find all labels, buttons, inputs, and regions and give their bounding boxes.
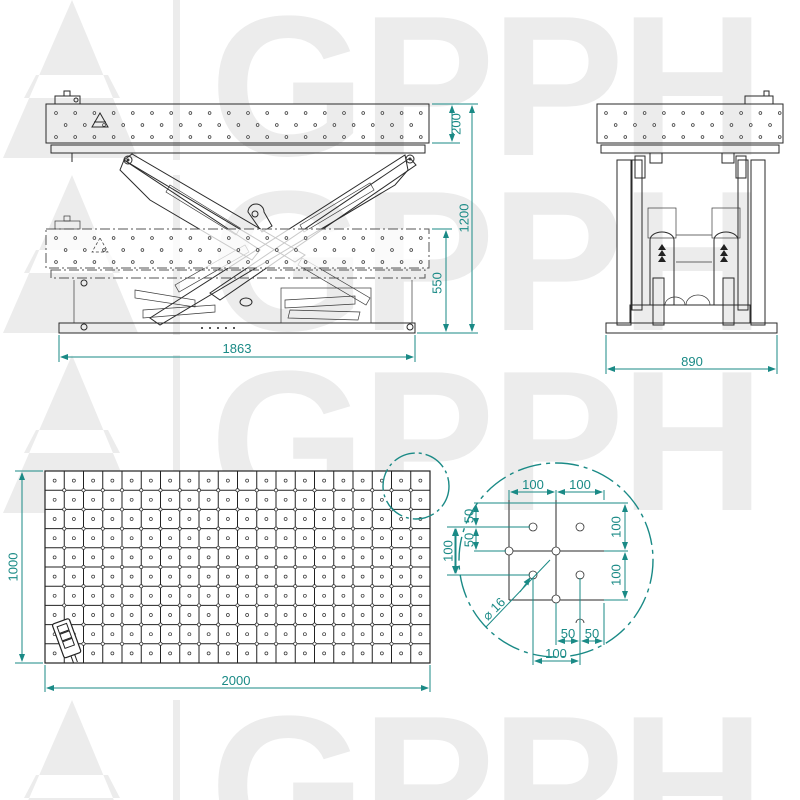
table-side-holes (604, 111, 782, 139)
dim-max-height: 1200 (456, 204, 471, 233)
table-side-holes (54, 111, 423, 139)
dim-plan-length: 2000 (222, 673, 251, 688)
side-elevation-view: 890 (596, 90, 784, 374)
raised-table-top (45, 90, 430, 162)
clamp-handle-icon (54, 90, 81, 105)
detail-callout-circle (382, 452, 450, 520)
dim-detail-right-100a: 100 (608, 516, 623, 538)
dim-hole-diameter: ⌀ 16 (479, 594, 508, 623)
side-legs (616, 152, 766, 326)
dim-detail-left-50a: 50 (461, 509, 476, 523)
dim-detail-bottom-100: 100 (545, 646, 567, 661)
front-elevation-view: 200 1200 550 1863 (45, 90, 478, 362)
plan-dimensions: 1000 2000 (5, 470, 459, 692)
clamp-handle-icon (744, 90, 774, 105)
watermark-row: GPPH (3, 0, 765, 198)
side-cylinders (647, 207, 741, 326)
watermark: GPPH GPPH GPPH GPPH (3, 0, 765, 800)
control-dots (201, 327, 235, 329)
side-dimensions: 890 (605, 335, 778, 374)
dim-detail-right-100b: 100 (608, 564, 623, 586)
dim-detail-bottom-50b: 50 (585, 626, 599, 641)
svg-text:GPPH: GPPH (210, 675, 761, 800)
dim-detail-left-50b: 50 (461, 533, 476, 547)
watermark-row: GPPH (24, 675, 765, 800)
top-plan-view: 1000 2000 (5, 452, 459, 692)
dim-detail-bottom-50a: 50 (561, 626, 575, 641)
dim-detail-top-right: 100 (569, 477, 591, 492)
dim-detail-top-left: 100 (522, 477, 544, 492)
dim-length: 1863 (223, 341, 252, 356)
detail-grid (504, 493, 604, 624)
dim-plan-width: 1000 (5, 553, 20, 582)
remote-control-icon (51, 618, 82, 664)
clamp-handle-icon (54, 215, 81, 230)
plan-grid (45, 471, 430, 663)
logo-triangle-icon (91, 111, 109, 128)
detail-circle (458, 462, 654, 658)
dim-detail-left-100: 100 (440, 540, 455, 562)
table-side-holes (54, 236, 423, 264)
dim-min-height: 550 (429, 272, 444, 294)
dim-table-thickness: 200 (448, 113, 463, 135)
lowered-table-top (45, 215, 430, 279)
front-dimensions: 200 1200 550 1863 (58, 103, 478, 362)
watermark-text: GPPH (210, 0, 761, 198)
base-frame (58, 279, 416, 334)
dim-width: 890 (681, 354, 703, 369)
